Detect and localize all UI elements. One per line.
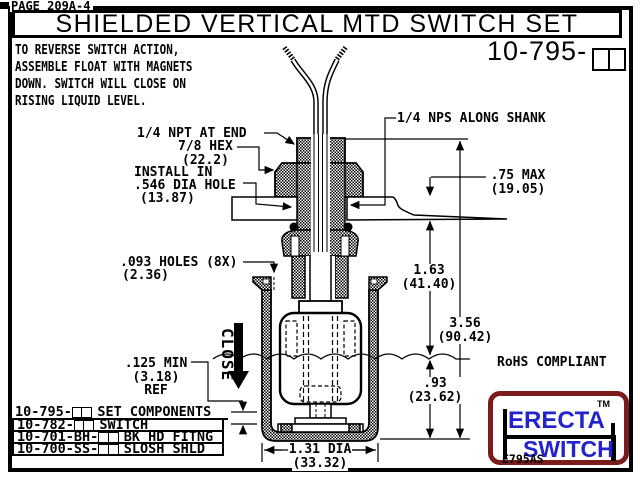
callout-install-2: .546 DIA HOLE [134,178,236,193]
blank-suffix-box [83,419,95,431]
callout-npt-end: 1/4 NPT AT END [137,126,247,141]
blank-suffix-box [81,406,93,418]
switch-stem [298,137,343,314]
blank-suffix-box [107,431,119,443]
part-suffix-box [608,48,626,71]
components-table: 10-795- SET COMPONENTS 10-782- SWITCH 10… [12,404,228,457]
logo-code: E795AS [502,452,544,466]
dim-1-63: 1.63 (41.40) [400,263,458,292]
callout-min-gap: .125 MIN (3.18) REF [124,356,188,398]
callout-panel-max: .75 MAX (19.05) [490,168,546,197]
dim-dia-mm: (33.32) [292,456,348,471]
mounting-panel [231,196,508,221]
note-line: TO REVERSE SWITCH ACTION, [15,43,180,58]
callout-install-3: (13.87) [140,191,195,206]
callout-holes: .093 HOLES (8X) [120,255,238,270]
note-line: ASSEMBLE FLOAT WITH MAGNETS [15,60,193,75]
callout-hex-mm: (22.2) [182,153,229,168]
dim-3-56: 3.56 (90.42) [433,317,497,344]
rohs-compliant-label: RoHS COMPLIANT [497,355,607,370]
page-title: SHIELDED VERTICAL MTD SWITCH SET [55,9,579,38]
page-number-label: PAGE 209A-4 [10,0,94,12]
corner-mark [0,2,9,9]
logo-bracket [503,409,507,459]
slosh-shield [252,276,388,442]
dim-0-93: .93 (23.62) [404,377,466,404]
logo-bracket [503,435,615,439]
callout-holes-mm: (2.36) [122,268,169,283]
erecta-switch-logo: ERECTA TM SWITCH E795AS [488,391,629,466]
title-bar: SHIELDED VERTICAL MTD SWITCH SET [12,10,622,38]
callout-nps-shank: 1/4 NPS ALONG SHANK [397,111,546,126]
dim-dia: 1.31 DIA [288,442,352,457]
logo-bracket [611,423,615,435]
close-label: CLOSE [218,328,237,382]
reverse-action-note: TO REVERSE SWITCH ACTION, ASSEMBLE FLOAT… [15,42,193,110]
logo-bracket [611,435,616,461]
float-retainer [277,403,364,433]
table-row: 10-795- SET COMPONENTS [12,404,228,420]
logo-tm: TM [597,399,610,409]
lead-wires [282,45,348,252]
close-direction-arrow [228,323,249,389]
table-row: 10-782- SWITCH [12,417,224,433]
table-row: 10-700-SS- SLOSH SHLD [12,441,224,457]
callout-hex: 7/8 HEX [178,139,233,154]
callout-install-1: INSTALL IN [134,165,213,180]
table-row: 10-701-BH- BK HD FITNG [12,429,224,445]
note-line: RISING LIQUID LEVEL. [15,94,147,109]
part-number: 10-795- [487,36,588,66]
blank-suffix-box [107,443,119,455]
logo-erecta: ERECTA [508,407,605,434]
logo-switch: SWITCH [523,436,614,462]
note-line: DOWN. SWITCH WILL CLOSE ON [15,77,186,92]
leader-lines [191,117,486,435]
liquid-level-line [212,353,470,360]
